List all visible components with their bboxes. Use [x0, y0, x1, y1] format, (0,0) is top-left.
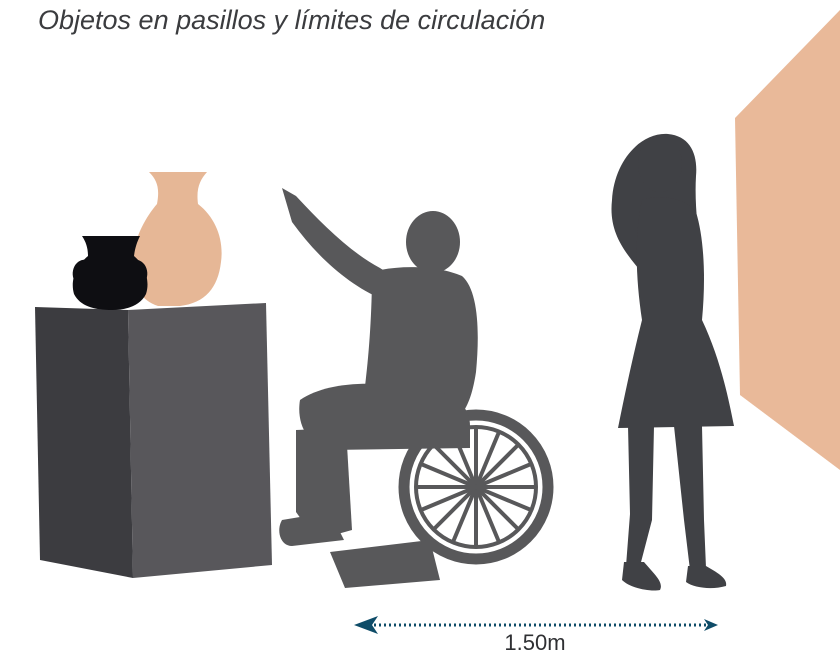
arrow-icon	[354, 616, 718, 634]
diagram-title: Objetos en pasillos y límites de circula…	[38, 5, 546, 35]
wall-icon	[735, 10, 840, 470]
pedestal-icon	[35, 303, 272, 578]
distance-label: 1.50m	[504, 630, 566, 655]
tan-vase-icon	[132, 172, 222, 306]
wheelchair-user-icon	[279, 188, 554, 588]
black-vase-icon	[72, 236, 148, 310]
standing-woman-icon	[611, 133, 734, 591]
